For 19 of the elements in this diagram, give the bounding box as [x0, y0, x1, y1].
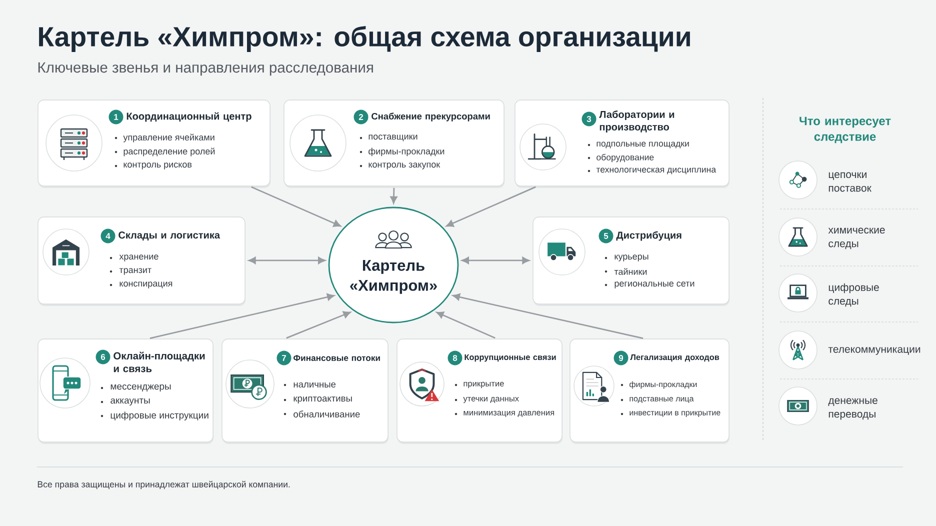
topic-label: денежные переводы	[828, 398, 878, 420]
list-item: транзит	[110, 268, 152, 275]
panel-heading: Что интересует следствие	[800, 116, 891, 144]
card-heading: Дистрибуция	[616, 231, 682, 241]
footer-note: Все права защищены и принадлежат швейцарской компании.	[38, 480, 290, 490]
topic-label: телекоммуникации	[828, 347, 920, 355]
title: Картель «Химпром»: общая схема организации	[39, 26, 690, 52]
number-badge: 4	[100, 228, 116, 244]
number-badge: 5	[598, 228, 614, 244]
card-heading: Склады и логистика	[118, 232, 220, 240]
list-item: курьеры	[604, 254, 648, 262]
list-item: хранение	[110, 254, 158, 262]
topic-label: цепочки поставок	[828, 172, 872, 192]
topic-label: цифровые следы	[828, 283, 879, 307]
list-item: конспирация	[110, 282, 172, 288]
list-item: региональные сети	[604, 282, 694, 288]
topic-label: химические следы	[828, 228, 885, 250]
list-item: тайники	[604, 268, 647, 275]
subtitle: Ключевые звенья и направления расследования	[38, 62, 373, 76]
